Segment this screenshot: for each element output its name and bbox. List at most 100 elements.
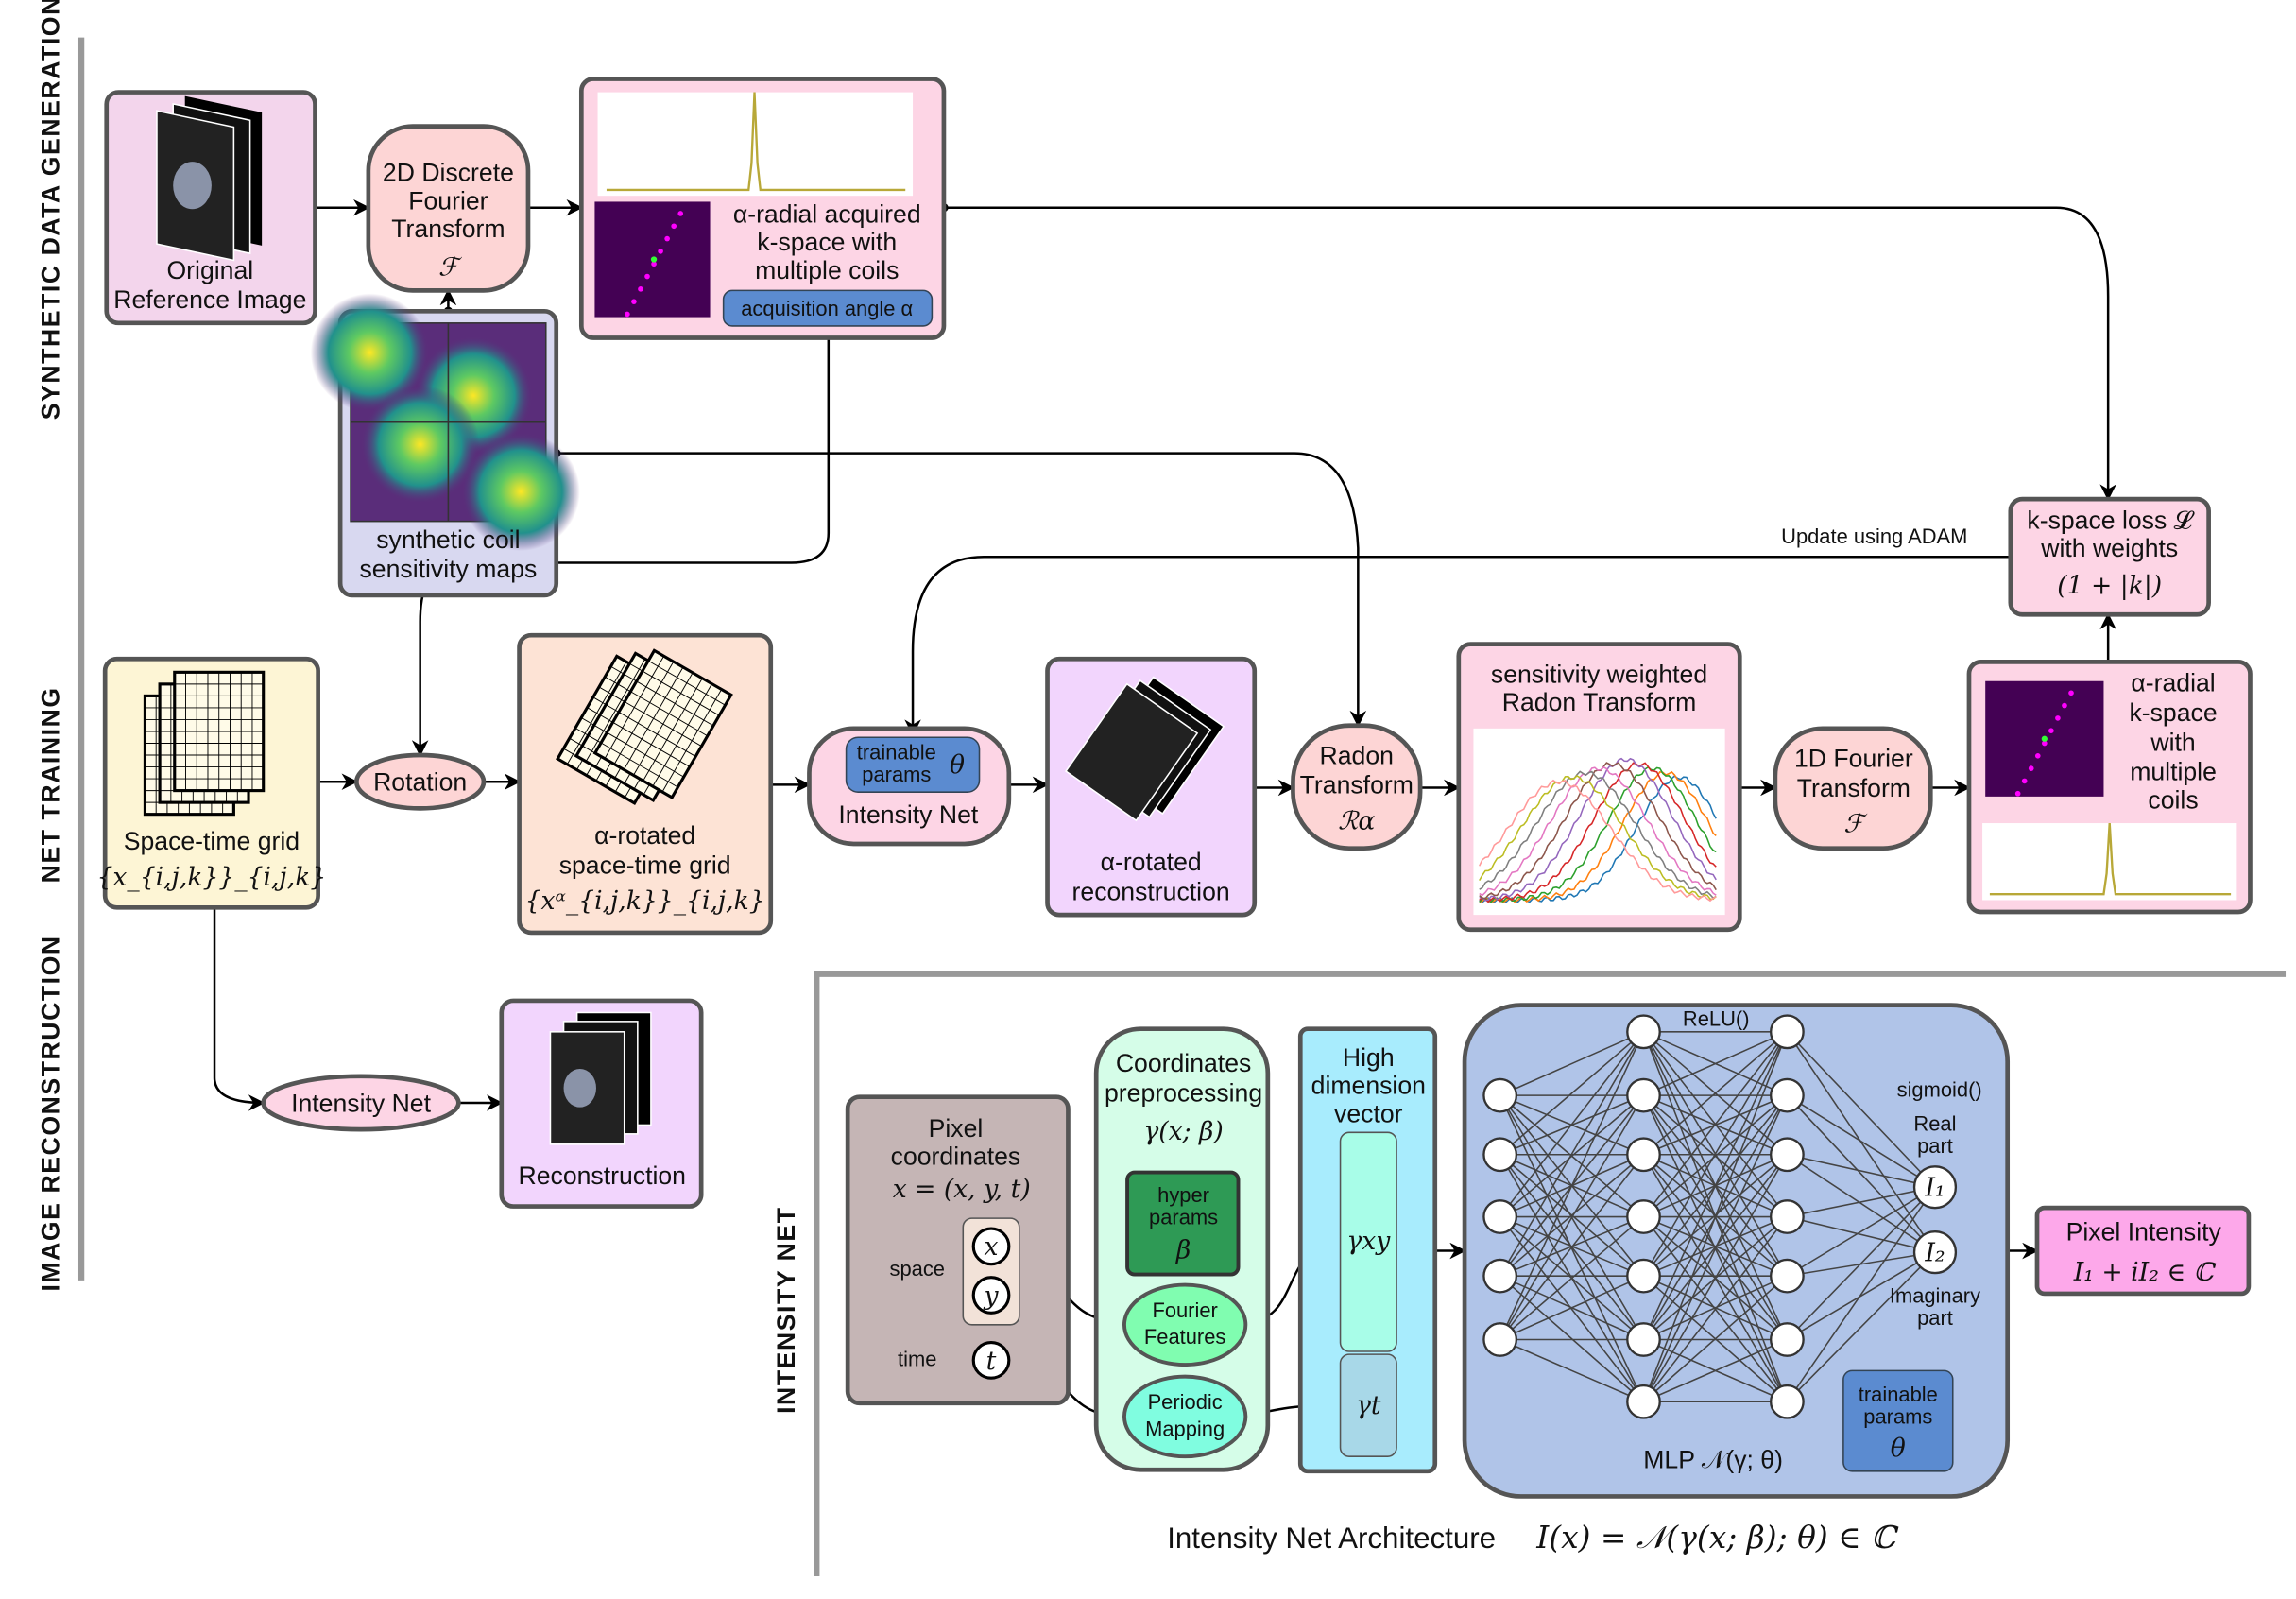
rotated-grid-icon xyxy=(556,648,733,806)
rot-recon-label-1: α-rotated xyxy=(1101,848,1202,876)
pixel-intensity-label: Pixel Intensity xyxy=(2066,1218,2222,1247)
mri-stack-image xyxy=(156,95,263,262)
radon-curve xyxy=(1479,779,1717,903)
nn-edge xyxy=(1642,1031,1789,1277)
t-node: t xyxy=(986,1347,997,1376)
alpha-kspace-profile xyxy=(1989,822,2232,896)
center-dot xyxy=(650,256,658,263)
sample-dot xyxy=(651,261,657,267)
section-training: NET TRAINING xyxy=(37,686,65,883)
sens-radon-node: sensitivity weighted Radon Transform xyxy=(1456,642,1742,933)
neuron xyxy=(1482,1077,1518,1113)
acquisition-angle-label: acquisition angle α xyxy=(741,297,913,320)
sample-dot xyxy=(2062,702,2067,709)
sample-dot xyxy=(2068,690,2074,696)
dft-node: 2D Discrete Fourier Transform ℱ xyxy=(366,124,531,293)
rot-recon-label-2: reconstruction xyxy=(1072,877,1230,905)
sample-dot xyxy=(2014,790,2021,797)
rotated-recon-node: α-rotated reconstruction xyxy=(1045,656,1258,918)
nn-edge xyxy=(1499,1338,1644,1402)
architecture-formula: I(x) = 𝒩(γ(x; β); θ) ∈ ℂ xyxy=(1535,1519,1899,1556)
coil-label-2: sensitivity maps xyxy=(360,555,538,583)
nn-edge xyxy=(1787,1215,1936,1253)
nn-edge xyxy=(1786,1186,1936,1341)
original-reference-node: Original Reference Image xyxy=(104,90,317,326)
radon-sinogram-plot xyxy=(1479,757,1717,903)
theta-symbol: θ xyxy=(950,750,965,780)
trainable-label-2: params xyxy=(862,763,931,786)
acquisition-angle-badge xyxy=(722,289,934,327)
rotation-node: Rotation xyxy=(353,752,487,811)
radon-symbol: ℛα xyxy=(1338,806,1375,835)
gamma-t: γt xyxy=(1356,1391,1381,1420)
nn-edge xyxy=(1643,1031,1788,1156)
alpha-kspace-node: α-radial k-space with multiple coils xyxy=(1966,660,2253,915)
sample-dot xyxy=(2034,752,2041,759)
sigmoid-label: sigmoid() xyxy=(1897,1078,1982,1102)
output-neuron xyxy=(1912,1165,1958,1210)
original-label-2: Reference Image xyxy=(113,285,306,314)
sample-dot xyxy=(671,223,677,230)
output-i2-label: I₂ xyxy=(1924,1239,1945,1268)
time-label: time xyxy=(898,1348,936,1371)
nn-edge xyxy=(1643,1275,1788,1402)
coil-label-1: synthetic coil xyxy=(376,525,520,554)
dft-label-3: Transform xyxy=(391,215,505,243)
loss-label-2: with weights xyxy=(2040,534,2178,562)
nn-edge xyxy=(1642,1216,1789,1402)
radon-curve xyxy=(1479,765,1717,897)
reconstruction-mri-image xyxy=(549,1011,652,1145)
loss-weights: (1 + |k|) xyxy=(2057,571,2162,600)
section-intensity-net: INTENSITY NET xyxy=(772,1206,800,1413)
neuron xyxy=(1482,1322,1518,1357)
neuron xyxy=(1769,1258,1805,1294)
highdim-label-2: dimension xyxy=(1311,1072,1426,1100)
hyper-label-1: hyper xyxy=(1157,1183,1209,1207)
space-label: space xyxy=(890,1257,945,1281)
neuron xyxy=(1626,1137,1661,1173)
radon-curve xyxy=(1479,774,1717,901)
nn-edge xyxy=(1642,1031,1789,1218)
neuron xyxy=(1769,1077,1805,1113)
pre-label-1: Coordinates xyxy=(1116,1049,1251,1077)
grid-line xyxy=(647,660,726,706)
neuron xyxy=(1769,1322,1805,1357)
pixel-label-2: coordinates xyxy=(891,1143,1021,1171)
sample-dot xyxy=(644,273,650,280)
mlp-trainable-box xyxy=(1842,1369,1954,1472)
coil-maps-node: synthetic coil sensitivity maps xyxy=(310,293,580,598)
nn-edge xyxy=(1643,1338,1788,1402)
rotgrid-label-1: α-rotated xyxy=(594,821,695,850)
space-time-grid-node: Space-time grid {x_{i,j,k}}_{i,j,k} xyxy=(96,656,326,910)
ak-label-5: coils xyxy=(2148,785,2198,814)
nn-edge xyxy=(1643,1031,1788,1096)
neuron xyxy=(1482,1137,1518,1173)
nn-edge xyxy=(1499,1154,1645,1340)
nn-edge xyxy=(1499,1216,1645,1402)
pixel-intensity-formula: I₁ + iI₂ ∈ ℂ xyxy=(2073,1258,2217,1287)
nn-edge xyxy=(1786,1031,1936,1188)
grid-line xyxy=(636,680,714,727)
reconstruction-node: Reconstruction xyxy=(499,998,704,1209)
sample-dot xyxy=(631,299,637,304)
real-label-1: Real xyxy=(1913,1112,1956,1136)
f1d-label-1: 1D Fourier xyxy=(1794,745,1913,773)
nn-edge xyxy=(1786,1251,1936,1402)
nn-edge xyxy=(1786,1154,1936,1253)
grid-label: Space-time grid xyxy=(124,827,300,855)
nn-edge xyxy=(1642,1031,1789,1340)
sample-dot xyxy=(2055,715,2061,721)
real-label-2: part xyxy=(1917,1134,1953,1158)
nn-edge xyxy=(1499,1215,1645,1341)
nn-edge xyxy=(1499,1031,1644,1096)
nn-edge xyxy=(1499,1031,1645,1156)
fourier-features-node xyxy=(1122,1282,1248,1367)
pixel-intensity-node: Pixel Intensity I₁ + iI₂ ∈ ℂ xyxy=(2034,1205,2252,1297)
sample-dot xyxy=(625,311,630,318)
neuron xyxy=(1626,1322,1661,1357)
coil-sensitivity-image xyxy=(310,293,580,551)
radon-curve xyxy=(1479,770,1717,900)
nn-edge xyxy=(1786,1094,1936,1188)
nn-edge xyxy=(1499,1094,1645,1340)
